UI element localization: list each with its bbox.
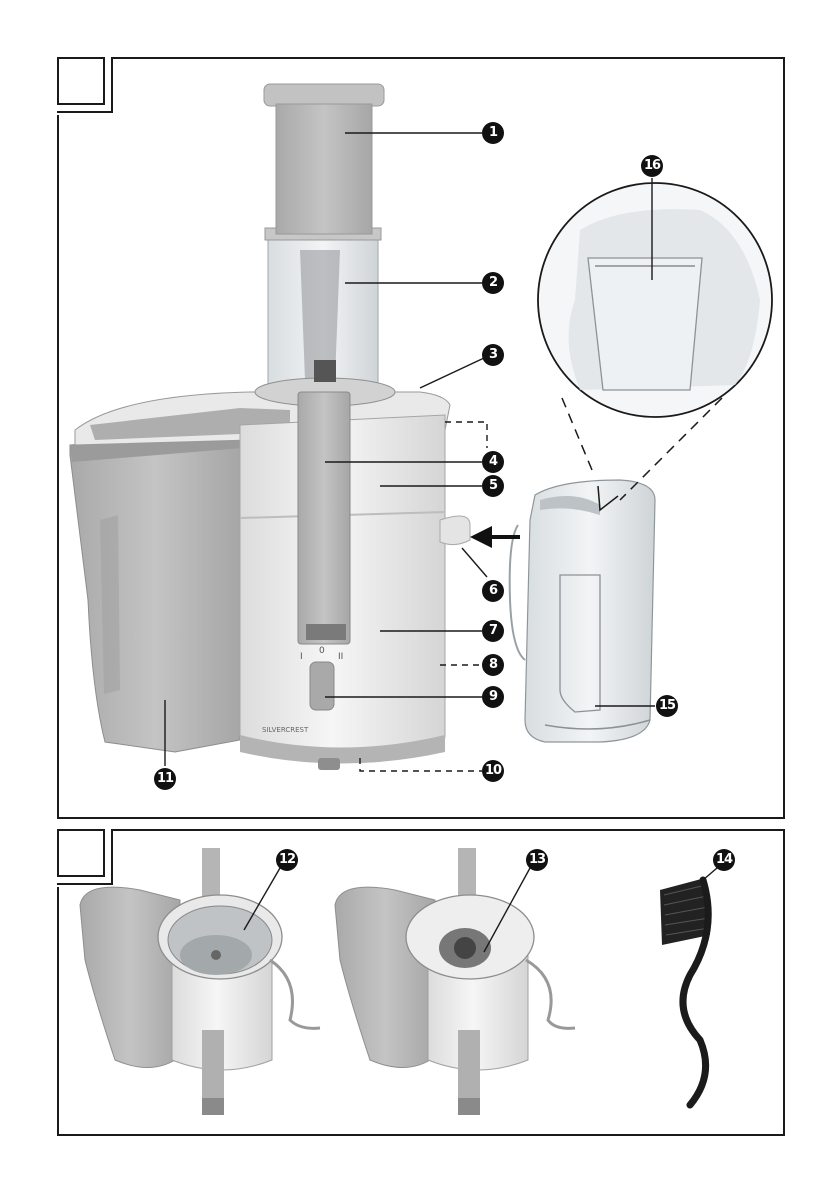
switch-label-left: I xyxy=(300,652,303,662)
juicer-open-sieve-illustration xyxy=(80,848,320,1115)
juice-jug-illustration xyxy=(510,480,655,742)
callout-10: 10 xyxy=(482,760,504,782)
callout-8: 8 xyxy=(482,654,504,676)
callout-15: 15 xyxy=(656,695,678,717)
callout-1: 1 xyxy=(482,122,504,144)
juicer-illustration: SILVERCREST xyxy=(70,84,470,770)
callout-4: 4 xyxy=(482,451,504,473)
callout-14: 14 xyxy=(713,849,735,871)
callout-6: 6 xyxy=(482,580,504,602)
cleaning-brush-illustration xyxy=(660,878,710,1105)
juicer-open-drive-illustration xyxy=(335,848,575,1115)
callout-11: 11 xyxy=(154,768,176,790)
callout-9: 9 xyxy=(482,686,504,708)
callout-5: 5 xyxy=(482,475,504,497)
magnified-detail xyxy=(538,183,772,417)
callout-13: 13 xyxy=(526,849,548,871)
callout-7: 7 xyxy=(482,620,504,642)
svg-text:SILVERCREST: SILVERCREST xyxy=(262,726,309,734)
switch-label-middle: 0 xyxy=(319,646,325,656)
callout-3: 3 xyxy=(482,344,504,366)
callout-12: 12 xyxy=(276,849,298,871)
callout-16: 16 xyxy=(641,155,663,177)
callout-2: 2 xyxy=(482,272,504,294)
switch-label-right: II xyxy=(338,652,343,662)
